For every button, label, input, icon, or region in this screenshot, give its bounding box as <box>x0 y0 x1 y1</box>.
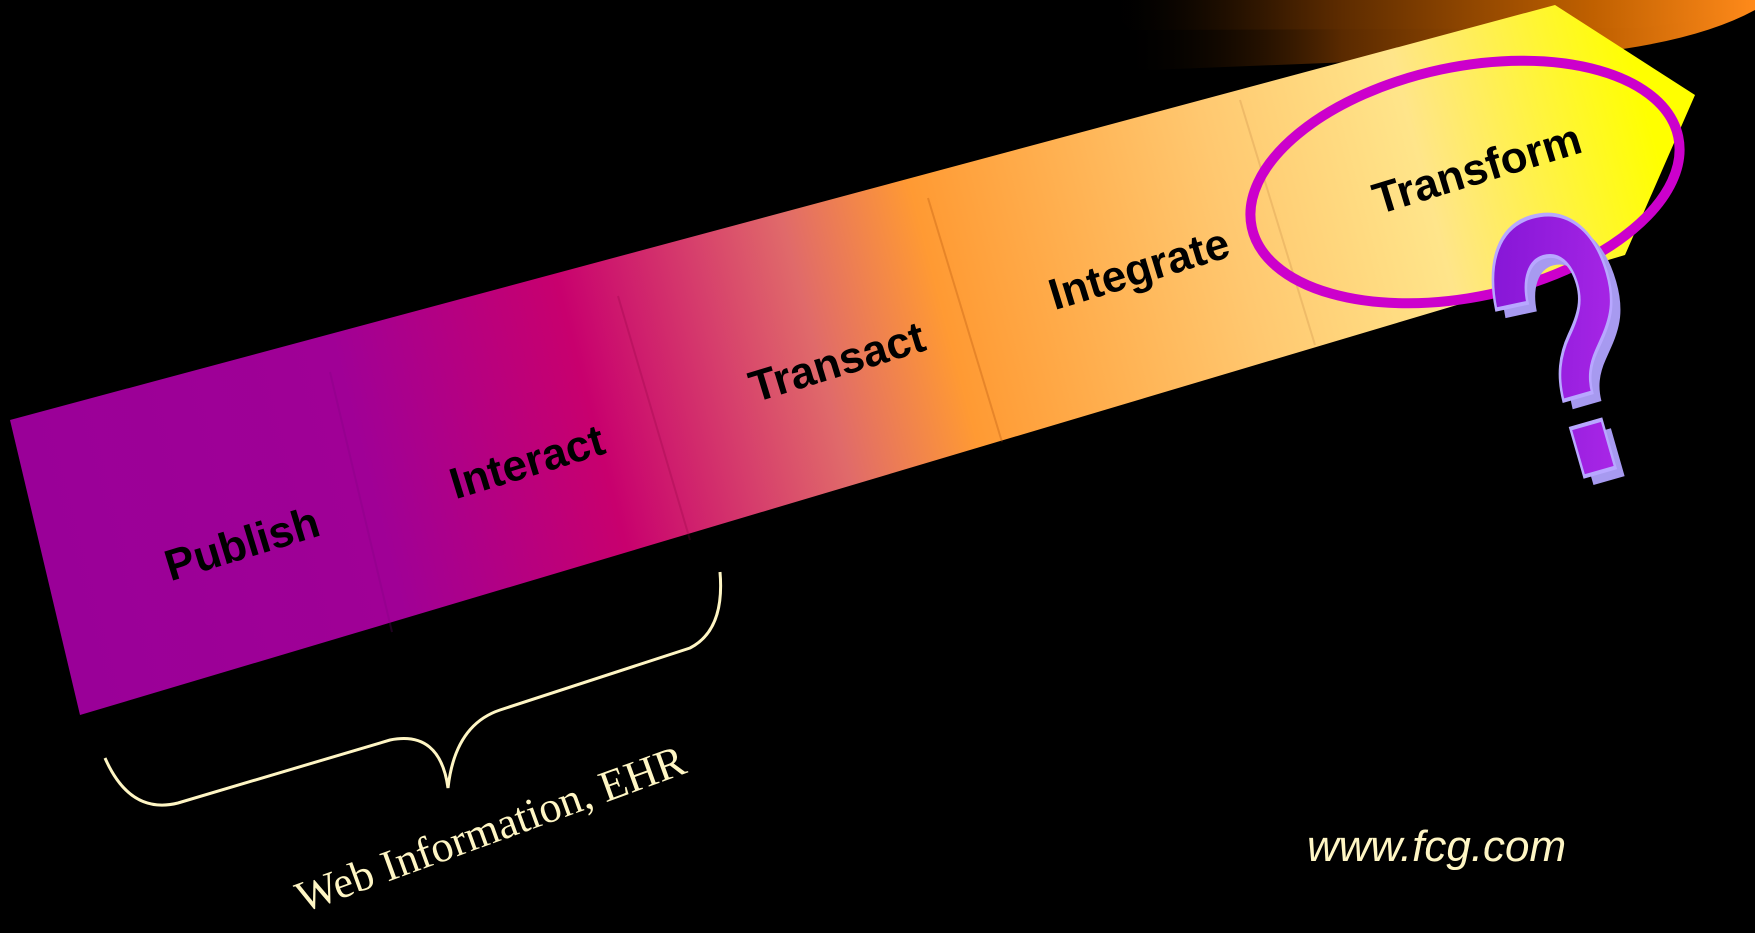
segment-divider-4 <box>1239 99 1316 346</box>
segment-divider-1 <box>329 371 393 633</box>
question-mark-glyph: ? <box>1443 124 1694 568</box>
brace-caption: Web Information, EHR <box>289 735 692 922</box>
orange-glow-decoration <box>1100 0 1755 70</box>
segment-divider-3 <box>927 197 1003 443</box>
segment-divider-2 <box>617 295 691 541</box>
progression-arrow <box>10 5 1695 715</box>
curly-brace <box>103 571 723 807</box>
transform-highlight-ellipse <box>1245 55 1685 309</box>
footer-url: www.fcg.com <box>1307 822 1566 871</box>
